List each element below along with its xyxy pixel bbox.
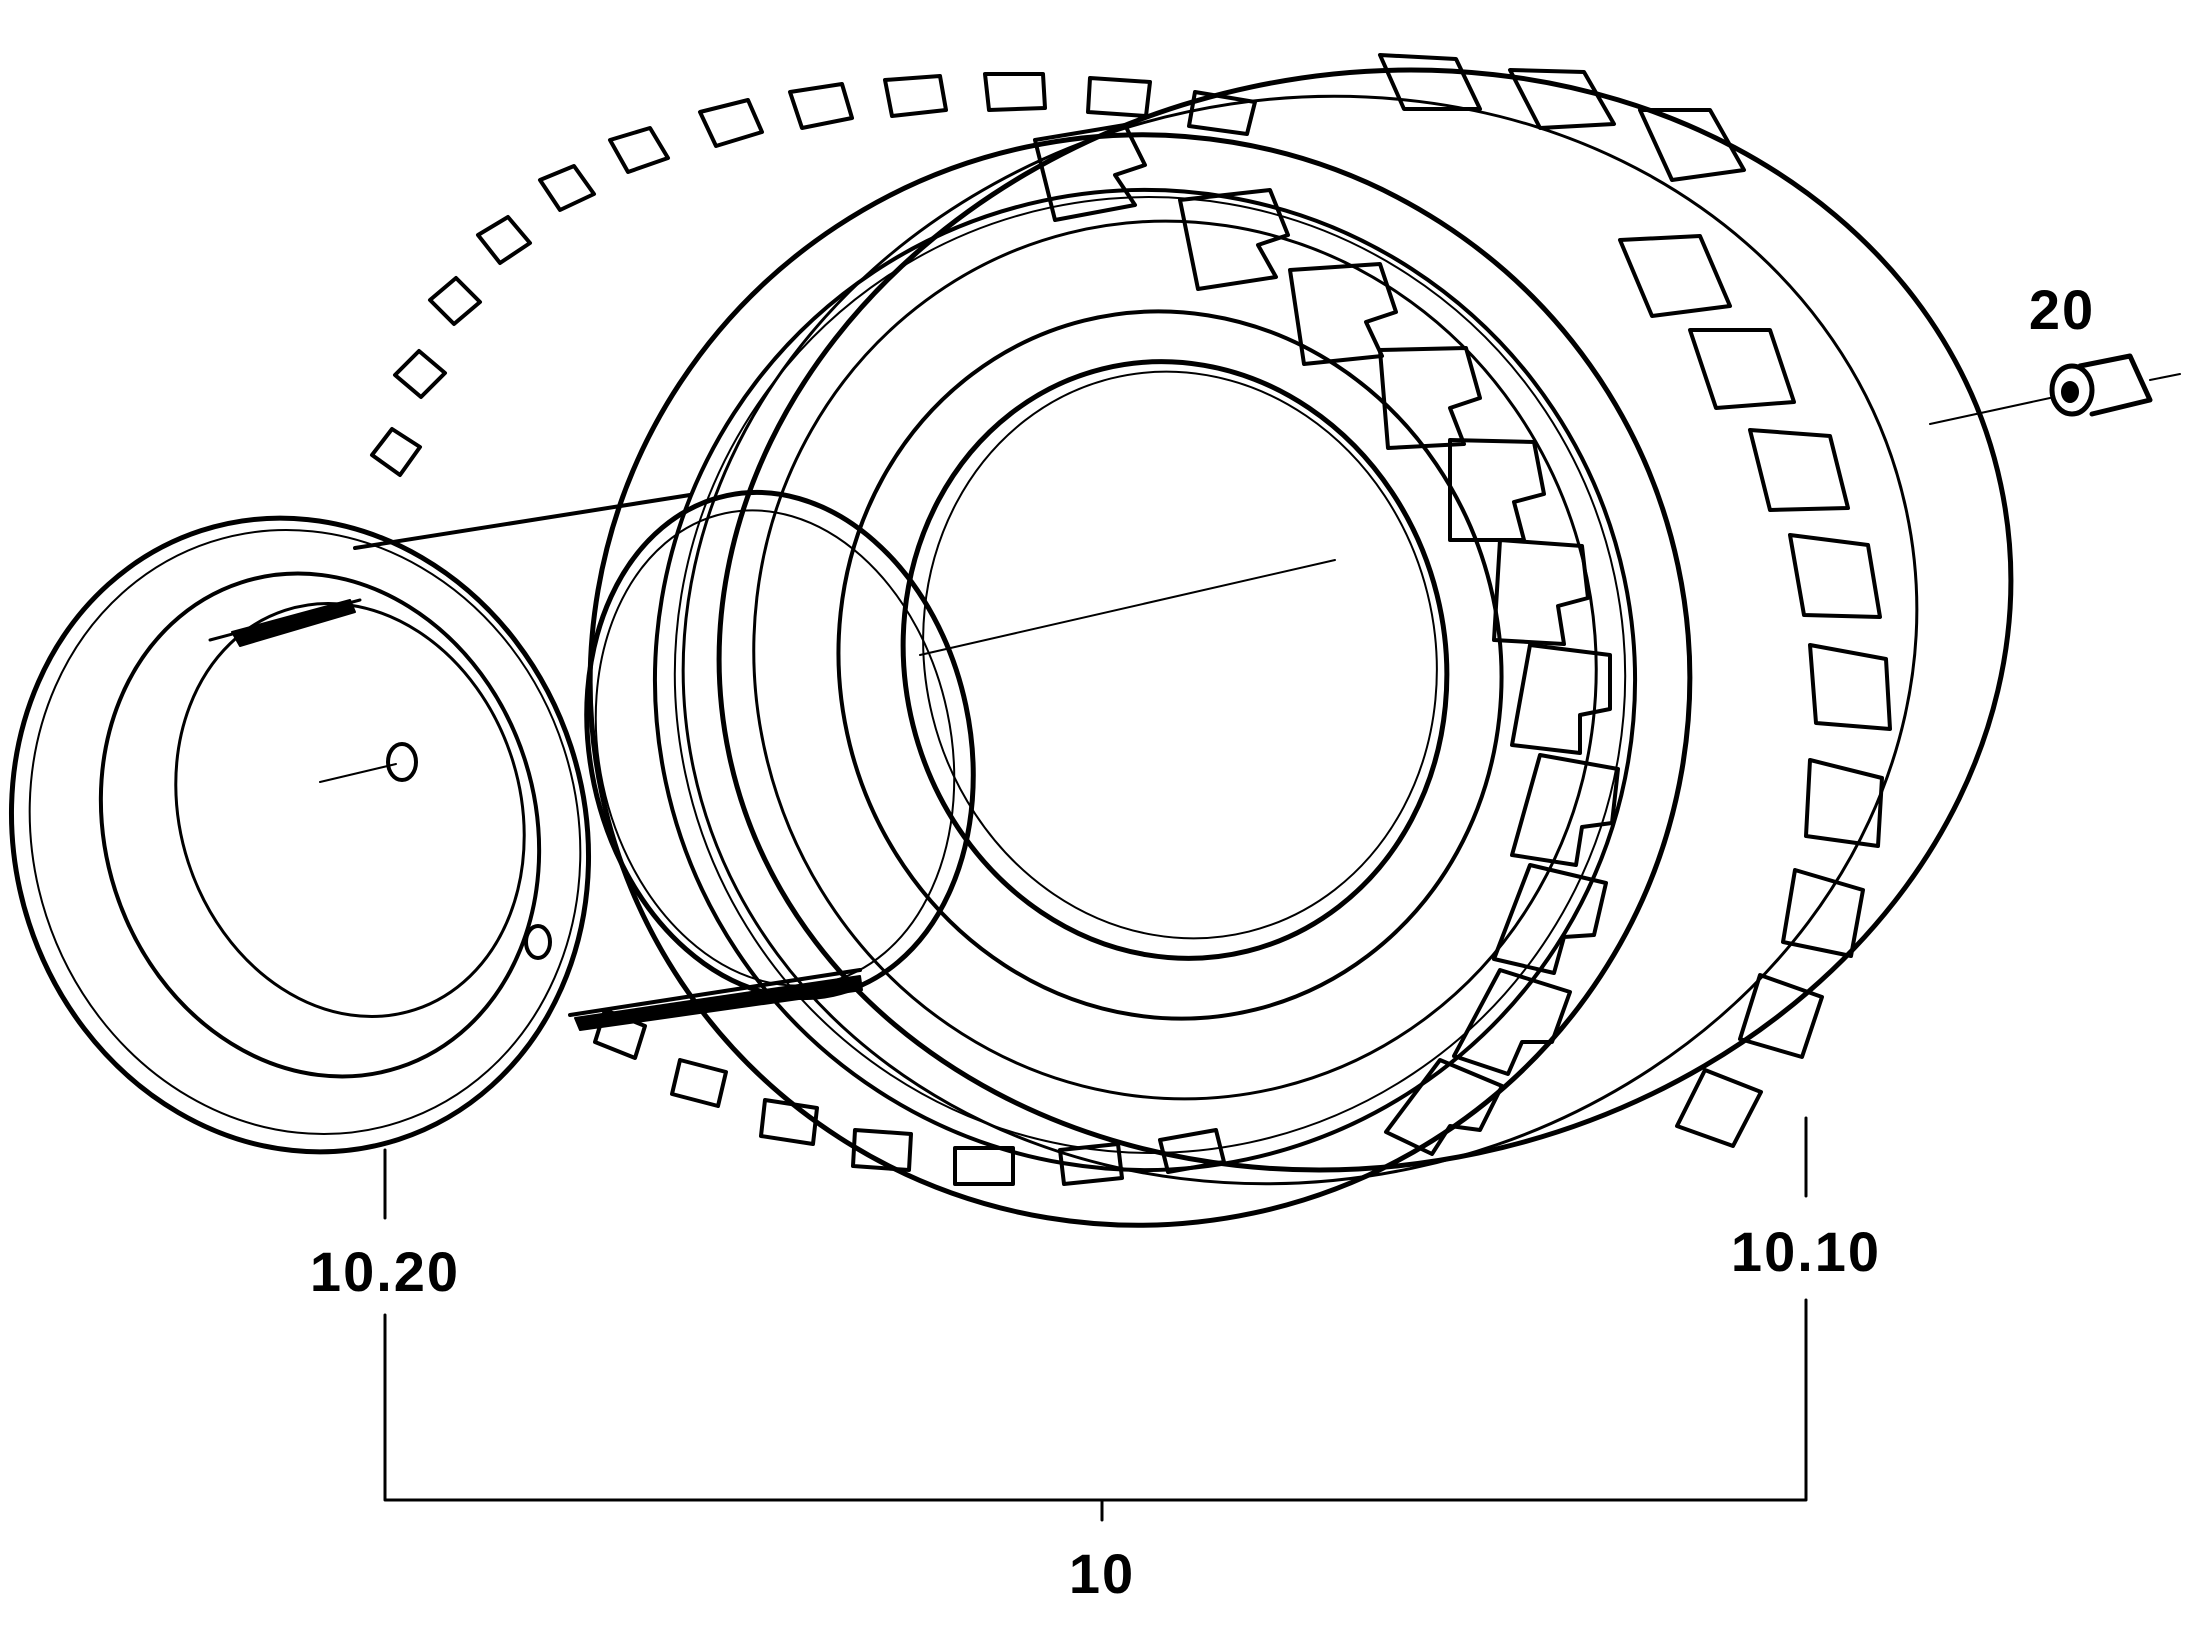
rim-front-flange-inner	[98, 571, 542, 1079]
axis-line-tire	[919, 559, 1336, 656]
axis-line-valve-end	[2149, 373, 2181, 381]
rim-barrel-top	[353, 493, 692, 550]
callout-rim: 10.20	[309, 1240, 461, 1303]
tire-bead-outer	[752, 219, 1598, 1101]
tire	[370, 53, 2014, 1228]
tire-bore-inner	[922, 370, 1438, 940]
callout-tire: 10.10	[1730, 1220, 1882, 1283]
tire-sidewall-outer	[653, 188, 1637, 1172]
rim-bolt-hole-lower	[524, 924, 552, 960]
rim-disc	[174, 601, 526, 1019]
rim	[8, 489, 976, 1155]
rim-back-flange-inner	[594, 509, 956, 987]
rim-inner-shadow	[231, 599, 356, 647]
tire-back-outline	[716, 67, 2014, 1173]
tire-tread-groove	[681, 94, 1919, 1186]
rim-barrel-bottom	[568, 968, 862, 1017]
valve-cap-ring	[2049, 363, 2095, 417]
callout-assembly: 10	[1068, 1542, 1136, 1605]
tread-blocks-side	[1033, 53, 1892, 1156]
assembly-bracket	[383, 1298, 1808, 1502]
axis-line-valve	[1929, 397, 2051, 425]
rim-front-flange-mid	[28, 528, 582, 1136]
axis-line-rim	[319, 763, 397, 783]
valve-cap-hole	[2061, 381, 2079, 403]
rim-back-flange	[584, 489, 976, 1001]
valve	[1929, 353, 2181, 425]
rim-inner-edge	[208, 598, 362, 642]
tire-bore	[900, 359, 1450, 961]
callout-leaders	[383, 1116, 1808, 1522]
rim-bolt-hole-upper	[386, 742, 418, 782]
tire-front-outline	[587, 132, 1693, 1228]
tire-bead-inner	[836, 309, 1504, 1021]
callout-valve: 20	[2028, 278, 2096, 341]
valve-cap-body	[2077, 353, 2153, 417]
rim-front-flange-outer	[8, 515, 592, 1155]
